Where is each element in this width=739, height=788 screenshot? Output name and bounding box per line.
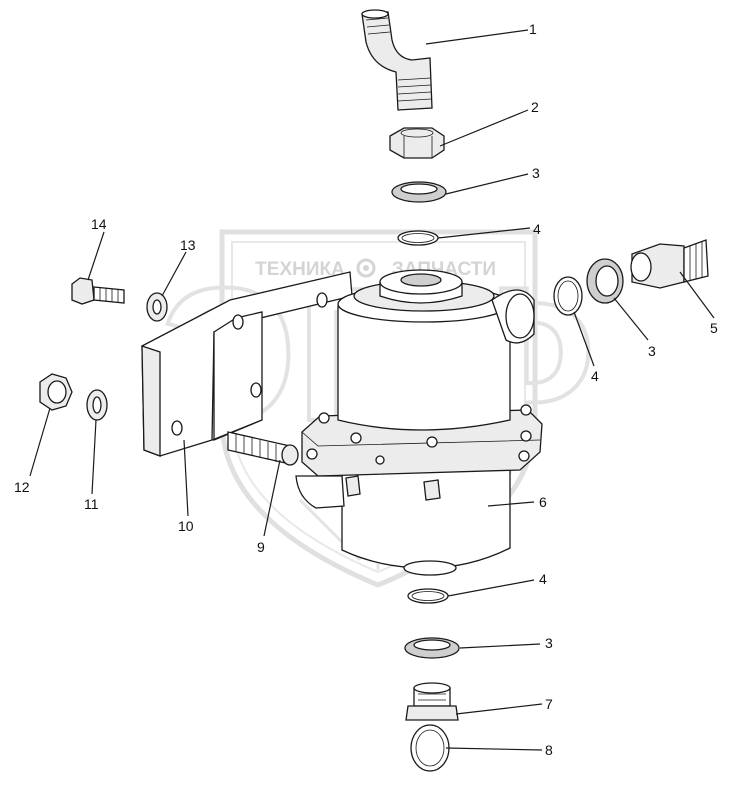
part-6-valve-body: [295, 269, 543, 576]
flange-bolts: [306, 404, 532, 465]
part-9-screw: [227, 431, 299, 466]
part-11-spring-washer: [86, 389, 108, 421]
watermark-gear-icon: [356, 258, 376, 278]
part-12-nut: [39, 373, 73, 411]
part-8-ring: [410, 724, 450, 772]
callout-13: 13: [180, 237, 196, 253]
part-14-bolt: [71, 277, 125, 305]
lower-bolts: [345, 475, 441, 501]
callout-4-bottom: 4: [539, 571, 547, 587]
part-10-bracket: [141, 271, 353, 457]
callouts: 1 2 3 4 4 3 5 6 4 3 7 8 9 10 11 12 13 14: [14, 21, 718, 758]
part-3-washer-top: [391, 181, 447, 203]
part-3-washer-right: [586, 258, 624, 304]
callout-7: 7: [545, 696, 553, 712]
callout-3-bottom: 3: [545, 635, 553, 651]
callout-6: 6: [539, 494, 547, 510]
leader-lines: [29, 29, 715, 751]
callout-12: 12: [14, 479, 30, 495]
part-4-oring-bottom: [407, 588, 449, 604]
part-5-union-fitting: [630, 239, 709, 289]
callout-2: 2: [531, 99, 539, 115]
callout-10: 10: [178, 518, 194, 534]
callout-4-right: 4: [591, 368, 599, 384]
part-4-oring-right: [553, 276, 583, 316]
part-2-hex-nut: [389, 127, 445, 159]
part-7-drain-plug: [405, 682, 459, 721]
callout-4-top: 4: [533, 221, 541, 237]
callout-3-right: 3: [648, 343, 656, 359]
callout-14: 14: [91, 216, 107, 232]
part-1-elbow-fitting: [361, 9, 433, 111]
callout-9: 9: [257, 539, 265, 555]
part-4-oring-top: [397, 230, 439, 246]
callout-5: 5: [710, 320, 718, 336]
callout-3-top: 3: [532, 165, 540, 181]
watermark-left-text: ТЕХНИКА: [255, 259, 345, 280]
callout-1: 1: [529, 21, 537, 37]
callout-8: 8: [545, 742, 553, 758]
callout-11: 11: [84, 496, 99, 512]
part-13-lock-washer: [146, 292, 168, 322]
part-3-washer-bottom: [404, 637, 460, 659]
